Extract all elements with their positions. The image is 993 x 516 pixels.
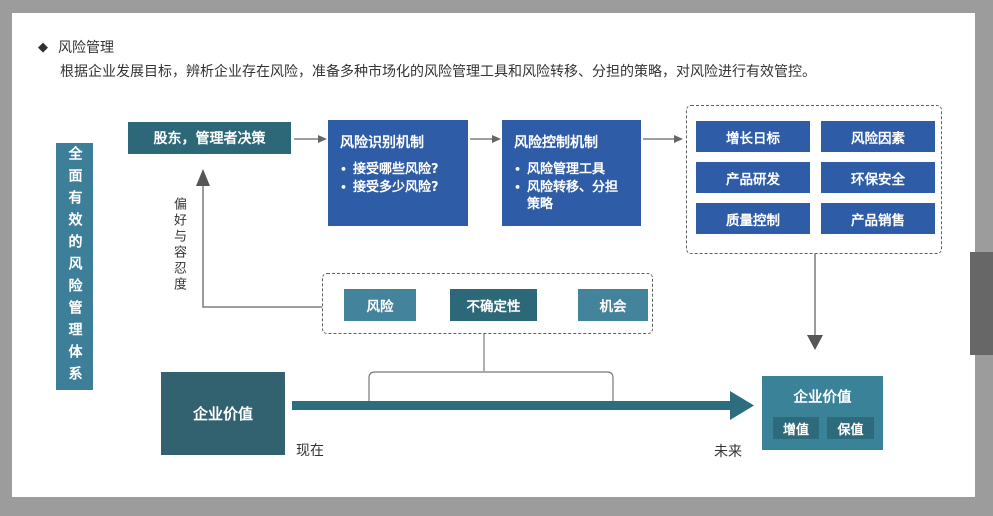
risk-box: 风险 [344, 289, 416, 321]
enterprise-value-future-box: 企业价值 增值 保值 [762, 376, 883, 450]
targets-group: 增长日标 风险因素 产品研发 环保安全 质量控制 产品销售 [686, 105, 942, 254]
now-label: 现在 [296, 443, 324, 459]
scrollbar-thumb[interactable] [970, 252, 993, 355]
bullet-icon: • [340, 180, 348, 194]
risk-identification-box: 风险识别机制 • 接受哪些风险? • 接受多少风险? [328, 120, 468, 226]
preference-tolerance-label: 偏好与容忍度 [171, 197, 186, 293]
page-description: 根据企业发展目标，辨析企业存在风险，准备多种市场化的风险管理工具和风险转移、分担… [60, 64, 816, 80]
system-vertical-bar: 全面有效的风险管理体系 [56, 143, 93, 390]
enterprise-value-future-title: 企业价值 [793, 390, 852, 406]
risk-identification-title: 风险识别机制 [340, 135, 424, 151]
risk-control-title: 风险控制机制 [514, 135, 598, 151]
target-box-growth: 增长日标 [696, 121, 810, 152]
target-box-sales: 产品销售 [821, 203, 935, 234]
bullet-icon: • [514, 163, 522, 176]
uncertainty-box: 不确定性 [450, 289, 537, 321]
target-box-environment: 环保安全 [821, 162, 935, 193]
value-gain-badge: 增值 [773, 417, 819, 439]
risk-control-box: 风险控制机制 • 风险管理工具 • 风险转移、分担策略 [502, 120, 641, 226]
bullet-item: • 接受多少风险? [340, 179, 439, 195]
section-header: ◆ 风险管理 [38, 37, 114, 57]
target-box-quality: 质量控制 [696, 203, 810, 234]
opportunity-box: 机会 [578, 289, 648, 321]
target-box-product-rd: 产品研发 [696, 162, 810, 193]
diamond-bullet-icon: ◆ [38, 39, 48, 55]
uncertainty-group: 风险 不确定性 机会 [322, 273, 653, 334]
bullet-item: • 风险转移、分担策略 [514, 179, 619, 213]
system-vertical-bar-label: 全面有效的风险管理体系 [66, 145, 83, 388]
future-label: 未来 [714, 444, 742, 460]
bullet-item: • 接受哪些风险? [340, 162, 439, 177]
value-keep-badge: 保值 [827, 417, 874, 439]
bullet-icon: • [514, 180, 522, 194]
decision-box: 股东，管理者决策 [128, 122, 291, 154]
enterprise-value-now-box: 企业价值 [161, 372, 285, 455]
bullet-icon: • [340, 163, 348, 176]
bullet-item: • 风险管理工具 [514, 162, 606, 177]
target-box-risk-factor: 风险因素 [821, 121, 935, 152]
page-title: 风险管理 [58, 40, 114, 56]
